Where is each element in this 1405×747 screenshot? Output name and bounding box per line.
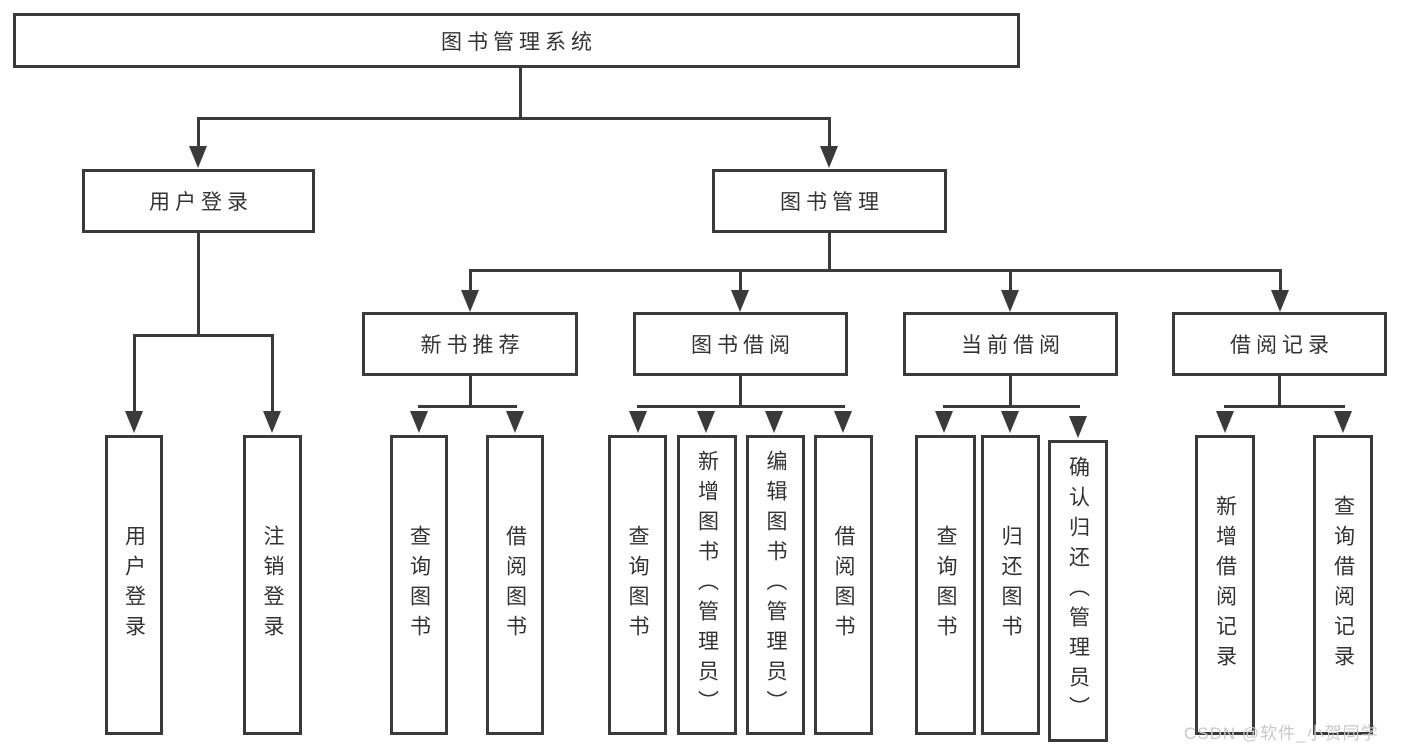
connector-current-borrow-crossbar bbox=[943, 405, 1080, 408]
arrowhead-br-query-record bbox=[1334, 411, 1352, 433]
connector-new-rec-crossbar bbox=[418, 405, 517, 408]
node-label: 用户登录 bbox=[122, 525, 146, 645]
node-label: 新增借阅记录 bbox=[1213, 495, 1237, 675]
node-label: 借阅图书 bbox=[832, 525, 855, 645]
connector-root-crossbar bbox=[197, 117, 831, 120]
leaf-bb-edit-books-admin: 编辑图书（管理员） bbox=[746, 435, 805, 735]
arrowhead-cb-return-books bbox=[1001, 411, 1019, 433]
node-label: 用户登录 bbox=[149, 191, 253, 214]
connector-drop-book-borrow bbox=[739, 269, 742, 293]
node-label: 图书管理 bbox=[780, 191, 884, 214]
arrowhead-bb-borrow-books bbox=[834, 411, 852, 433]
leaf-rec-borrow-books: 借阅图书 bbox=[486, 435, 544, 735]
connector-drop-book-mgmt bbox=[828, 117, 831, 151]
arrowhead-new-book-rec bbox=[461, 290, 479, 312]
node-label: 确认归还（管理员） bbox=[1066, 456, 1090, 726]
arrowhead-current-borrow bbox=[1001, 290, 1019, 312]
arrowhead-book-borrow bbox=[731, 290, 749, 312]
arrowhead-leaf-user-login bbox=[125, 411, 143, 433]
node-label: 查询图书 bbox=[626, 525, 649, 645]
node-label: 编辑图书（管理员） bbox=[764, 450, 787, 720]
leaf-logout: 注销登录 bbox=[243, 435, 302, 735]
leaf-bb-query-books: 查询图书 bbox=[608, 435, 667, 735]
node-label: 图书管理系统 bbox=[441, 30, 597, 54]
arrowhead-bb-edit-books bbox=[765, 411, 783, 433]
arrowhead-rec-query-books bbox=[410, 411, 428, 433]
connector-current-borrow-stem bbox=[1009, 376, 1012, 408]
leaf-user-login: 用户登录 bbox=[105, 435, 163, 735]
node-label: 新书推荐 bbox=[420, 334, 525, 357]
arrowhead-book-mgmt bbox=[820, 146, 838, 168]
node-label: 图书借阅 bbox=[691, 334, 795, 357]
connector-user-login-crossbar bbox=[133, 334, 274, 337]
leaf-cb-confirm-return-admin: 确认归还（管理员） bbox=[1048, 440, 1108, 742]
node-label: 当前借阅 bbox=[961, 334, 1065, 357]
leaf-rec-query-books: 查询图书 bbox=[390, 435, 448, 735]
connector-drop-new-book-rec bbox=[469, 269, 472, 293]
watermark: CSDN @软件_小贺同学 bbox=[1184, 724, 1379, 743]
node-label: 新增图书（管理员） bbox=[695, 450, 719, 720]
connector-book-borrow-stem bbox=[739, 376, 742, 408]
connector-borrow-records-crossbar bbox=[1224, 405, 1345, 408]
connector-root-stem bbox=[519, 67, 522, 119]
leaf-cb-return-books: 归还图书 bbox=[981, 435, 1040, 735]
arrowhead-rec-borrow-books bbox=[506, 411, 524, 433]
arrowhead-bb-query-books bbox=[629, 411, 647, 433]
leaf-bb-add-books-admin: 新增图书（管理员） bbox=[677, 435, 737, 735]
connector-book-mgmt-crossbar bbox=[469, 269, 1282, 272]
arrowhead-borrow-records bbox=[1271, 290, 1289, 312]
connector-user-login-stem bbox=[197, 233, 200, 337]
node-book-borrowing: 图书借阅 bbox=[633, 312, 848, 376]
arrowhead-br-add-record bbox=[1216, 411, 1234, 433]
node-label: 查询图书 bbox=[407, 525, 431, 645]
arrowhead-bb-add-books bbox=[697, 411, 715, 433]
node-current-borrowing: 当前借阅 bbox=[903, 312, 1118, 376]
arrowhead-cb-query-books bbox=[935, 411, 953, 433]
leaf-cb-query-books: 查询图书 bbox=[915, 435, 976, 735]
leaf-br-add-borrow-record: 新增借阅记录 bbox=[1195, 435, 1255, 735]
connector-drop-leaf-logout bbox=[271, 334, 274, 414]
node-label: 查询图书 bbox=[934, 525, 957, 645]
node-user-login: 用户登录 bbox=[82, 169, 315, 233]
connector-drop-current-borrow bbox=[1009, 269, 1012, 293]
node-new-book-recommendation: 新书推荐 bbox=[362, 312, 578, 376]
node-label: 借阅记录 bbox=[1230, 334, 1334, 357]
connector-drop-user-login bbox=[197, 117, 200, 151]
connector-book-mgmt-stem bbox=[828, 233, 831, 272]
node-label: 归还图书 bbox=[999, 525, 1022, 645]
node-library-management-system: 图书管理系统 bbox=[13, 13, 1020, 68]
arrowhead-leaf-logout bbox=[263, 411, 281, 433]
leaf-bb-borrow-books: 借阅图书 bbox=[814, 435, 873, 735]
connector-borrow-records-stem bbox=[1278, 376, 1281, 408]
node-book-management: 图书管理 bbox=[712, 169, 947, 233]
connector-book-borrow-crossbar bbox=[637, 405, 845, 408]
node-label: 借阅图书 bbox=[503, 525, 527, 645]
connector-drop-borrow-records bbox=[1279, 269, 1282, 293]
node-borrowing-records: 借阅记录 bbox=[1172, 312, 1387, 376]
leaf-br-query-borrow-record: 查询借阅记录 bbox=[1313, 435, 1373, 735]
node-label: 查询借阅记录 bbox=[1331, 495, 1355, 675]
node-label: 注销登录 bbox=[261, 525, 284, 645]
connector-new-rec-stem bbox=[469, 376, 472, 408]
connector-drop-leaf-user-login bbox=[133, 334, 136, 414]
arrowhead-cb-confirm-return bbox=[1069, 416, 1087, 438]
arrowhead-user-login bbox=[189, 146, 207, 168]
